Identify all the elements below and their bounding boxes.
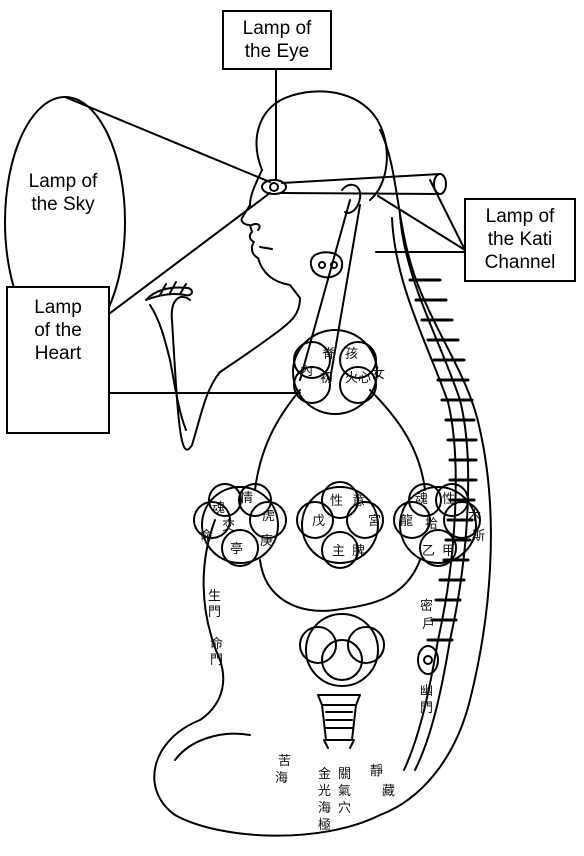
svg-text:意: 意	[352, 493, 365, 509]
lamp-of-the-kati-line-1: Lamp of	[466, 205, 574, 228]
lamp-of-the-eye-line-2: the Eye	[224, 40, 330, 63]
lower-lotus-chakra	[300, 614, 384, 686]
svg-text:戊: 戊	[312, 514, 325, 529]
svg-text:女: 女	[372, 366, 385, 382]
svg-text:交: 交	[222, 518, 235, 534]
lamp-of-the-kati-line-2: the Kati	[466, 228, 574, 251]
svg-text:乙: 乙	[422, 544, 435, 559]
hands	[146, 288, 192, 431]
lamp-of-the-heart-line-3: Heart	[8, 342, 108, 365]
lamp-of-the-heart-line-2: of the	[8, 319, 108, 342]
svg-text:門: 門	[420, 701, 433, 716]
svg-text:宮: 宮	[368, 513, 381, 529]
svg-text:虎: 虎	[262, 509, 275, 524]
svg-text:魂: 魂	[415, 491, 428, 507]
svg-text:金: 金	[318, 766, 331, 782]
svg-text:庚: 庚	[260, 533, 273, 549]
svg-text:性: 性	[330, 494, 343, 509]
svg-text:火心: 火心	[345, 371, 371, 386]
svg-text:內: 內	[300, 364, 313, 379]
shoulder-arm	[192, 330, 280, 445]
lips	[260, 247, 272, 249]
ear	[342, 185, 360, 213]
svg-text:龍: 龍	[400, 513, 413, 529]
forearm	[172, 297, 192, 450]
svg-text:海: 海	[318, 801, 331, 816]
svg-text:幽: 幽	[420, 684, 433, 699]
heart-connector	[255, 390, 425, 490]
svg-text:密: 密	[420, 598, 433, 614]
svg-text:生: 生	[208, 589, 221, 604]
svg-text:脊: 脊	[322, 347, 335, 362]
svg-text:性: 性	[442, 492, 455, 507]
lamp-of-the-kati-line-3: Channel	[466, 251, 574, 274]
lamp-of-the-sky-line-1: Lamp of	[29, 171, 98, 192]
svg-text:光: 光	[318, 784, 331, 799]
svg-text:甲: 甲	[442, 544, 455, 559]
svg-text:情: 情	[240, 491, 253, 506]
lamp-of-the-kati-channel-label: Lamp of the Kati Channel	[464, 198, 576, 282]
svg-text:亭: 亭	[230, 541, 243, 557]
svg-text:斯: 斯	[472, 529, 485, 544]
svg-text:木: 木	[468, 509, 481, 524]
svg-text:關: 關	[338, 767, 351, 782]
svg-text:魂: 魂	[212, 500, 225, 516]
neck-front	[280, 298, 300, 330]
svg-text:極: 極	[318, 817, 331, 833]
svg-text:初: 初	[320, 371, 333, 386]
eye-tube	[282, 174, 440, 194]
nose	[252, 224, 260, 230]
svg-text:氣: 氣	[338, 784, 351, 799]
svg-text:苦: 苦	[278, 753, 291, 769]
lamp-of-the-eye-line-1: Lamp of	[224, 17, 330, 40]
lamp-of-the-sky-line-2: the Sky	[31, 194, 94, 215]
svg-text:命: 命	[200, 528, 213, 544]
chakra-glyphs: 脊 孩 初 火心 內 女 魂 情 交 命 亭 庚 虎 性 意 戊 主 脾 宮 魂…	[200, 347, 485, 833]
svg-text:門: 門	[210, 653, 223, 668]
svg-text:主: 主	[332, 544, 345, 559]
vertebrae	[410, 280, 476, 640]
lamp-of-the-eye-label: Lamp of the Eye	[222, 10, 332, 70]
lamp-of-the-heart-line-1: Lamp	[8, 296, 108, 319]
svg-text:脾: 脾	[352, 544, 365, 559]
svg-text:海: 海	[275, 771, 288, 786]
svg-text:藏: 藏	[382, 784, 395, 799]
svg-text:門: 門	[208, 605, 221, 620]
urn-symbol	[318, 695, 360, 748]
knee-line	[175, 734, 250, 760]
svg-text:孩: 孩	[345, 347, 358, 362]
lamp-of-the-heart-label: Lamp of the Heart	[6, 286, 110, 434]
svg-text:命: 命	[210, 636, 223, 652]
svg-text:穴: 穴	[338, 801, 351, 816]
lamp-of-the-sky-label: Lamp of the Sky	[8, 170, 118, 216]
svg-text:戶: 戶	[422, 617, 435, 632]
svg-text:拾: 拾	[425, 517, 438, 532]
svg-text:靜: 靜	[370, 764, 383, 779]
eye-pupil	[270, 183, 278, 191]
